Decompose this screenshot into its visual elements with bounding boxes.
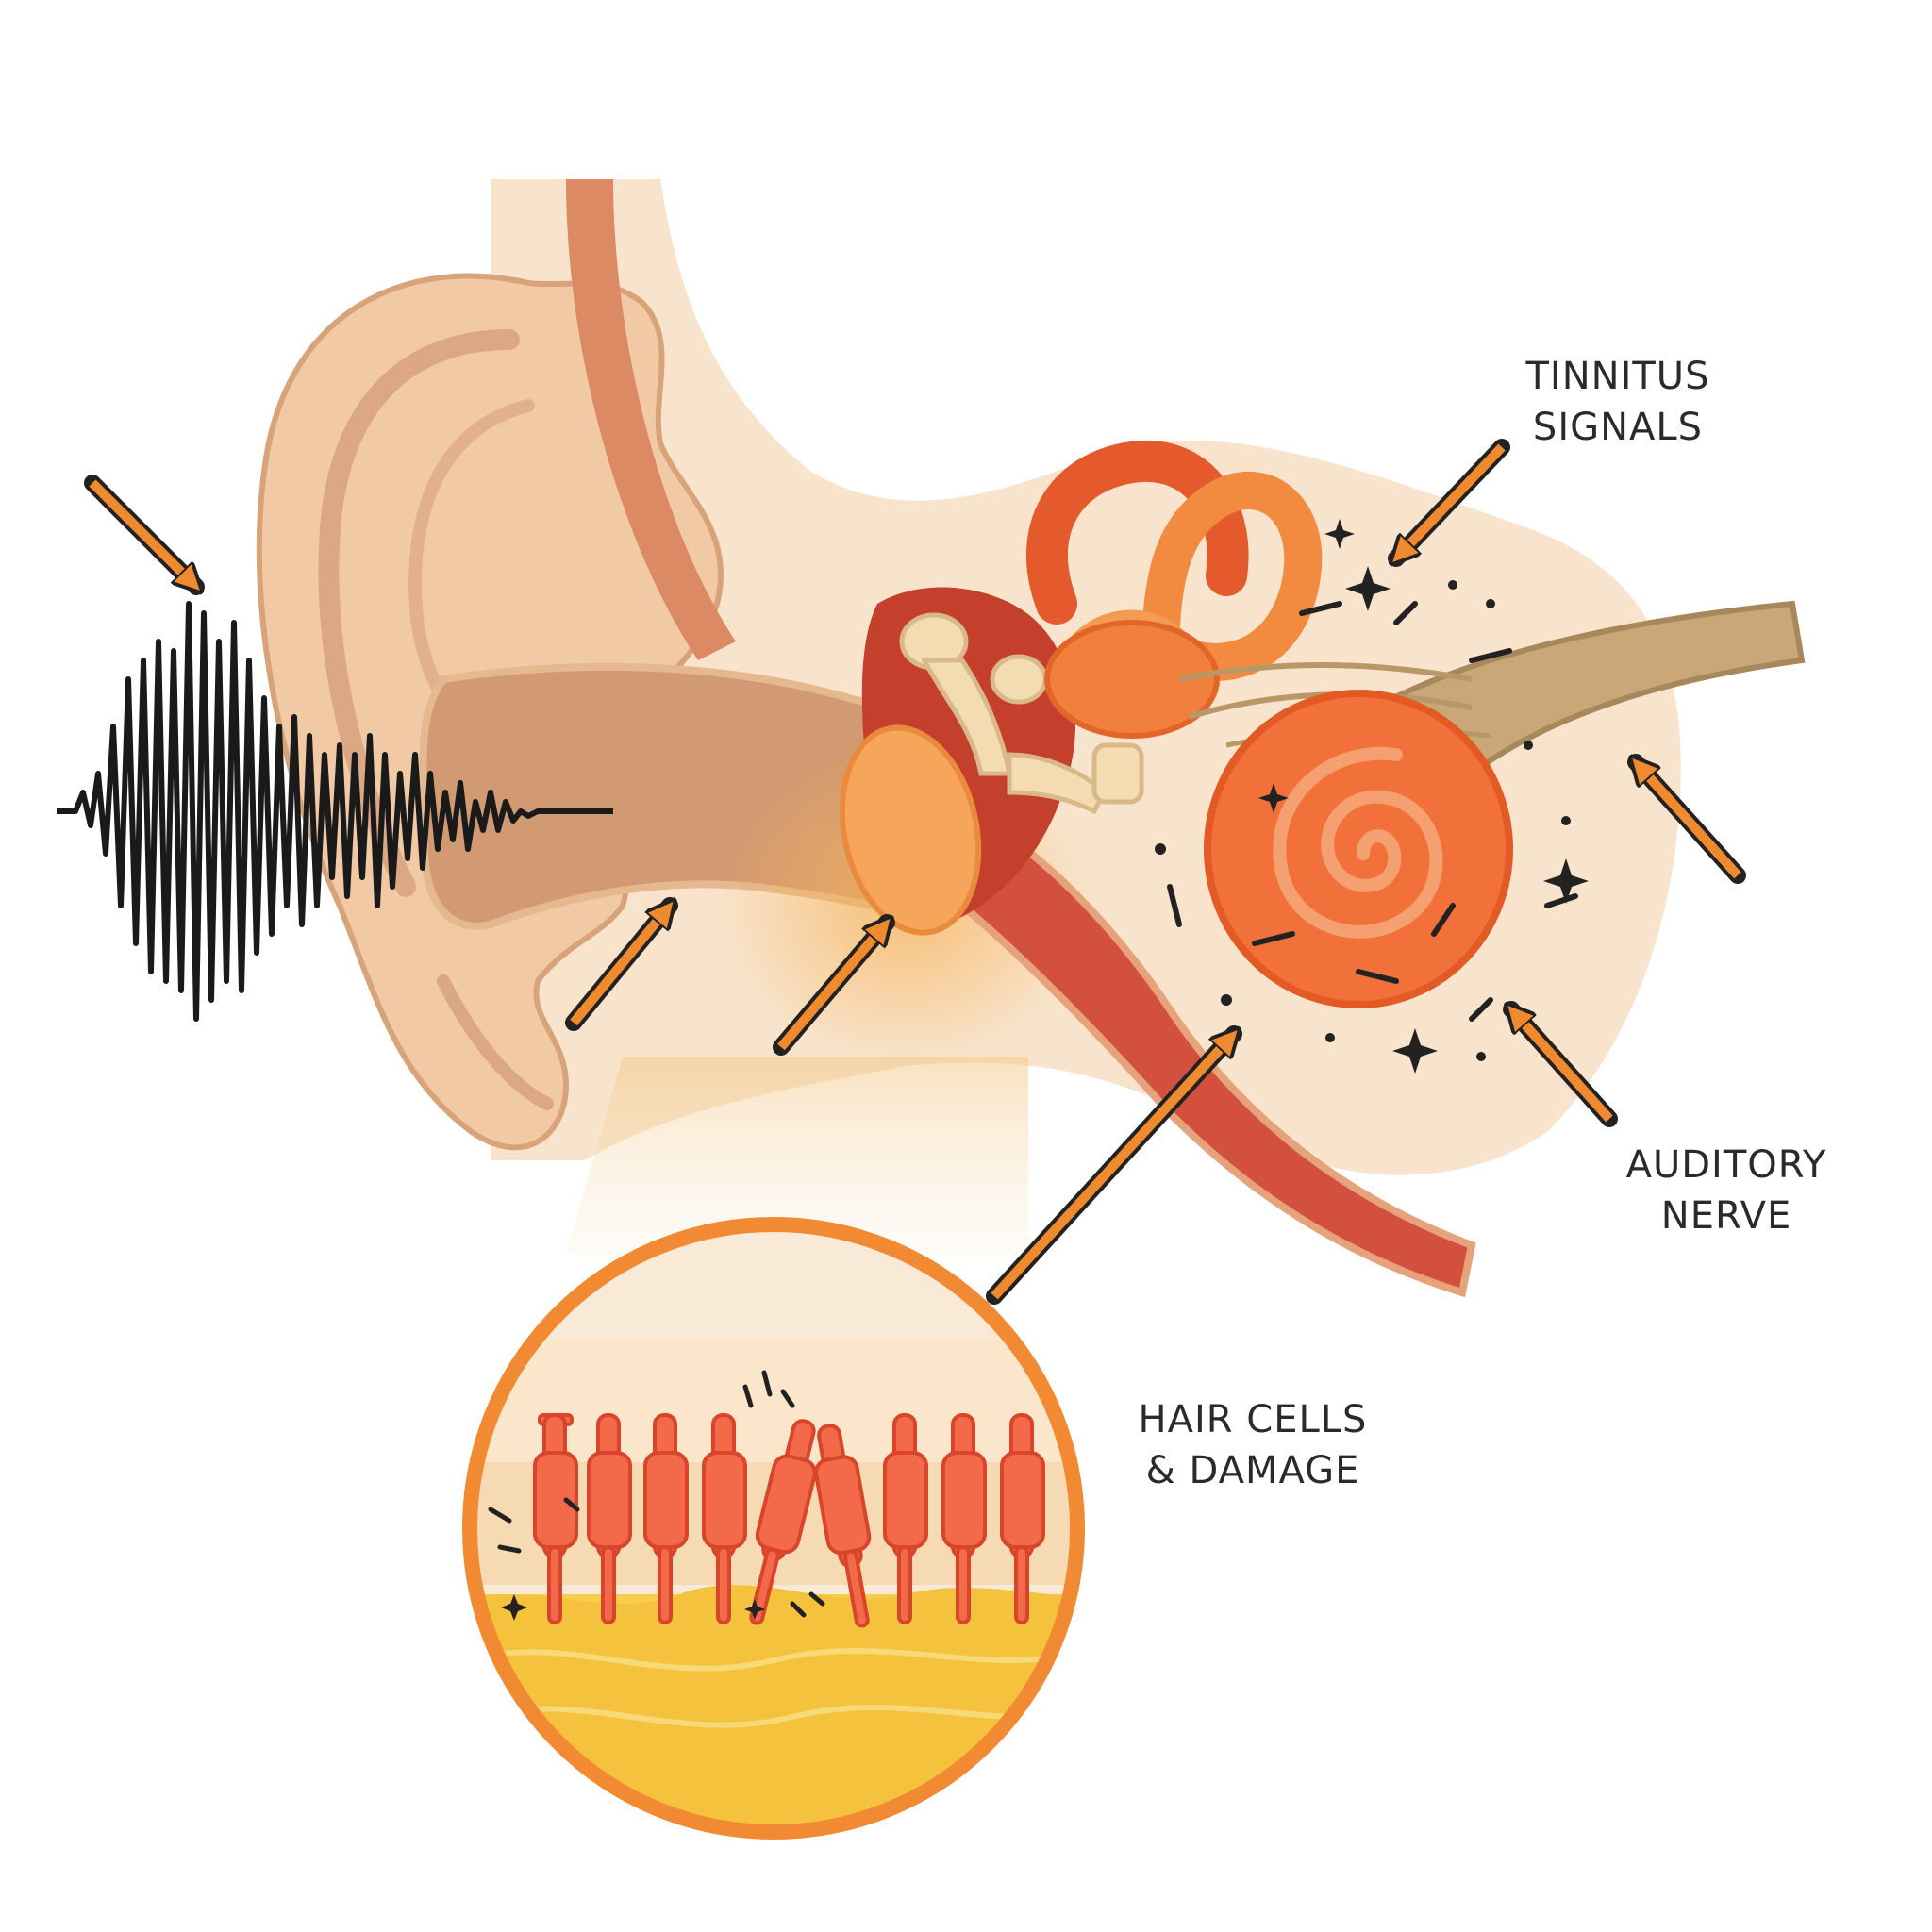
eardrum xyxy=(839,724,982,936)
tinnitus-noise xyxy=(1155,519,1589,1074)
vestibule xyxy=(1044,620,1220,739)
arrow-icon xyxy=(773,923,895,1056)
spiral-icon xyxy=(1273,746,1443,939)
cochlea xyxy=(1204,690,1513,1008)
arrow-icon xyxy=(1396,439,1510,558)
hair-cell xyxy=(643,1413,689,1624)
sparkle-icon xyxy=(1324,519,1355,549)
arrow-icon xyxy=(1511,1009,1618,1127)
hair-cells-inset xyxy=(462,1217,1085,1840)
eustachian-tube xyxy=(958,815,1476,1298)
hair-cell xyxy=(587,1413,632,1624)
upper-vessel xyxy=(566,179,736,660)
tinnitus-noise-dashes xyxy=(1167,601,1578,1022)
hair-cell xyxy=(941,1413,987,1624)
light-beam xyxy=(566,1057,1028,1255)
hair-cell xyxy=(883,1413,928,1624)
arrow-icon xyxy=(565,906,678,1031)
damage-sparkles xyxy=(501,1594,765,1621)
arrow-icon xyxy=(84,475,196,587)
hair-cell xyxy=(702,1413,747,1624)
sparkle-icon xyxy=(1543,858,1589,904)
hair-cells-damage-label: HAIR CELLS & DAMAGE xyxy=(1138,1398,1368,1492)
sparkle-icon xyxy=(1345,566,1391,611)
hair-cell xyxy=(1000,1413,1045,1624)
auditory-nerve-label: AUDITORY NERVE xyxy=(1625,1143,1827,1238)
arrow-icon xyxy=(1636,762,1746,884)
sparkle-icon xyxy=(1392,1028,1438,1074)
ossicles xyxy=(899,612,1144,815)
damage-marks xyxy=(488,1370,825,1618)
arrows xyxy=(84,439,1746,1305)
sound-wave-icon xyxy=(57,601,613,1022)
hair-cell-row xyxy=(533,1413,1045,1628)
tinnitus-signals-label: TINNITUS SIGNALS xyxy=(1525,355,1710,449)
damaged-hair-cell xyxy=(814,1424,872,1628)
sparkle-icon xyxy=(1258,783,1289,813)
hair-cell xyxy=(533,1413,578,1624)
damaged-hair-cell xyxy=(749,1419,817,1625)
arrow-icon xyxy=(986,1034,1234,1305)
